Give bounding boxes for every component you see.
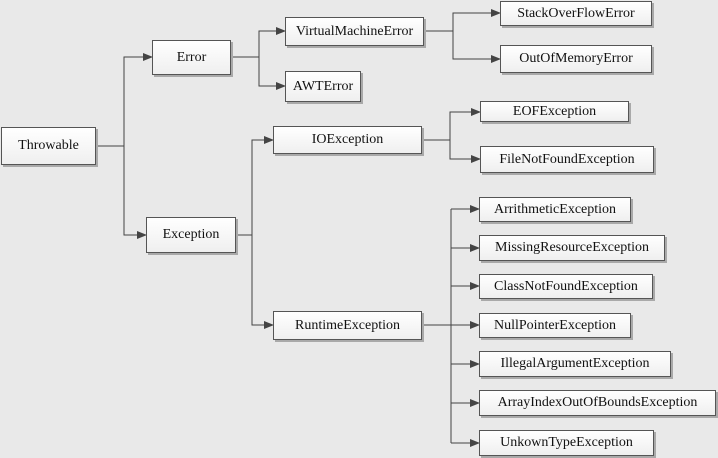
node-missing-resource-exception: MissingResourceException (479, 235, 665, 261)
edge-error-awterror (258, 57, 286, 90)
node-eof-exception: EOFException (480, 101, 629, 122)
node-runtime-exception: RuntimeException (273, 311, 422, 340)
node-array-index-out-of-bounds-exception: ArrayIndexOutOfBoundsException (479, 390, 716, 416)
node-stack-overflow-error: StackOverFlowError (500, 1, 652, 26)
edge-vme-outofmemory (452, 31, 501, 63)
node-null-pointer-exception: NullPointerException (479, 313, 631, 338)
node-file-not-found-exception: FileNotFoundException (480, 146, 654, 173)
node-awt-error: AWTError (285, 71, 361, 102)
edge-ioexception-eof (422, 108, 481, 141)
edge-error-vme (231, 27, 286, 58)
node-io-exception: IOException (273, 126, 422, 154)
node-out-of-memory-error: OutOfMemoryError (500, 45, 652, 73)
edge-throwable-error (96, 53, 153, 147)
node-virtual-machine-error: VirtualMachineError (285, 17, 424, 46)
edge-exception-runtimeexception (251, 235, 274, 329)
node-illegal-argument-exception: IllegalArgumentException (479, 351, 671, 377)
edge-ioexception-filenotfound (449, 140, 481, 163)
node-unknown-type-exception: UnkownTypeException (479, 430, 654, 456)
node-error: Error (152, 40, 231, 75)
node-throwable: Throwable (1, 127, 96, 165)
edge-exception-ioexception (236, 136, 274, 236)
edge-vme-stackoverflow (424, 9, 501, 32)
node-class-not-found-exception: ClassNotFoundException (479, 274, 653, 299)
node-exception: Exception (146, 217, 236, 253)
node-arithmetic-exception: ArrithmeticException (479, 197, 631, 222)
edge-throwable-exception (123, 146, 147, 239)
